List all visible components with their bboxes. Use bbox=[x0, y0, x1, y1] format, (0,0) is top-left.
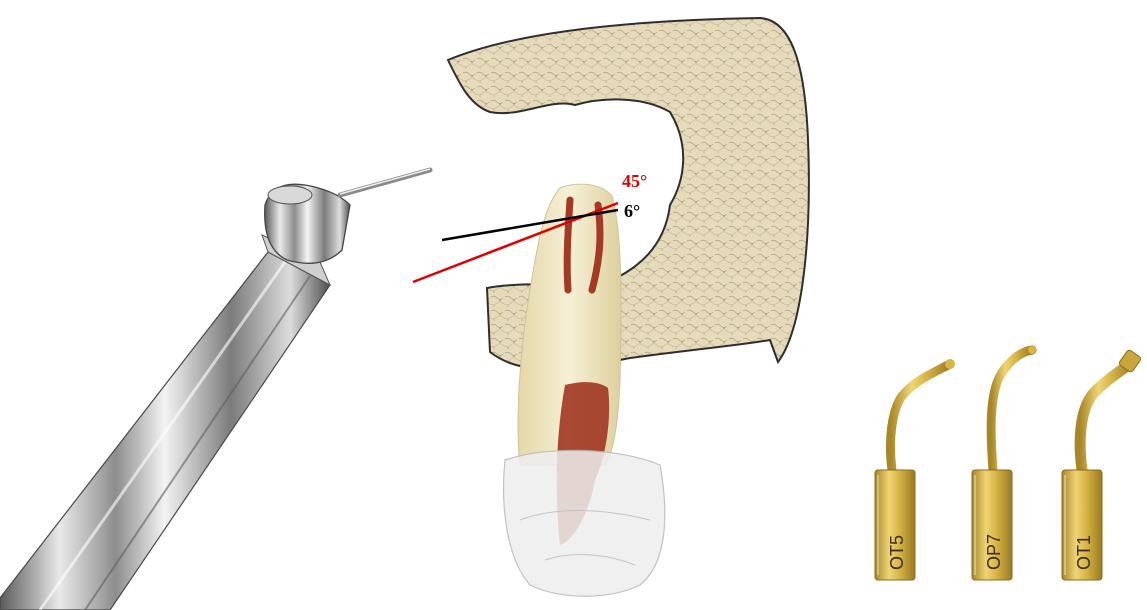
angle-label-6: 6° bbox=[624, 201, 640, 221]
bone-section-icon bbox=[448, 18, 809, 369]
ultrasonic-tip-op7: OP7 bbox=[972, 346, 1036, 580]
ultrasonic-tip-ot5: OT5 bbox=[875, 359, 955, 580]
tooth-icon bbox=[504, 184, 665, 596]
ultrasonic-tip-ot1: OT1 bbox=[1062, 349, 1142, 580]
dental-handpiece-icon bbox=[0, 169, 430, 610]
tip-code-ot5: OT5 bbox=[887, 535, 907, 570]
angle-label-45: 45° bbox=[622, 171, 647, 191]
tip-code-ot1: OT1 bbox=[1074, 535, 1094, 570]
tip-code-op7: OP7 bbox=[984, 534, 1004, 570]
